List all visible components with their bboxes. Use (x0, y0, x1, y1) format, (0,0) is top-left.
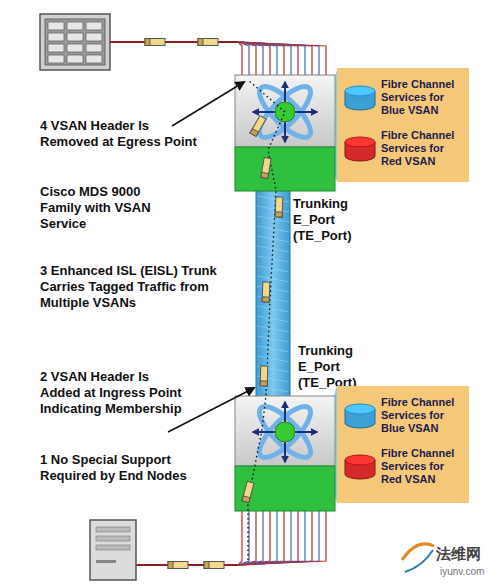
callout-text: 3 Enhanced ISL (EISL) Trunk Carries Tagg… (40, 263, 252, 311)
port-label: Trunking E_Port (TE_Port) (293, 196, 383, 244)
trunk-texture (257, 196, 289, 392)
callout-text: 4 VSAN Header Is Removed at Egress Point (40, 118, 200, 150)
watermark: iyunv.com (440, 566, 498, 578)
server (90, 520, 136, 580)
watermark-logo (405, 550, 433, 572)
fibre-ports (238, 42, 326, 75)
frame (145, 39, 165, 46)
watermark: 法维网 (436, 546, 498, 563)
service-panel: Fibre Channel Services for Blue VSAN Fibr… (337, 68, 469, 182)
storage-cylinder (342, 134, 378, 164)
callout-leader (172, 82, 244, 126)
fibre-ports (238, 511, 326, 565)
service-text: Fibre Channel Services for Blue VSAN (381, 78, 463, 117)
callout-text: 1 No Special Support Required by End Nod… (40, 452, 190, 484)
port-label: Trunking E_Port (TE_Port) (298, 343, 388, 391)
watermark-logo (402, 544, 434, 560)
service-text: Fibre Channel Services for Blue VSAN (381, 396, 463, 435)
service-text: Fibre Channel Services for Red VSAN (381, 129, 463, 168)
service-panel: Fibre Channel Services for Blue VSAN Fibr… (337, 386, 469, 503)
service-text: Fibre Channel Services for Red VSAN (381, 447, 463, 486)
storage-cylinder (342, 452, 378, 482)
switch-label: Cisco MDS 9000 Family with VSAN Service (40, 184, 180, 232)
callout-text: 2 VSAN Header Is Added at Ingress Point … (40, 369, 190, 417)
frame (204, 562, 224, 569)
frame-path (248, 80, 285, 560)
storage-array (40, 14, 110, 70)
mds-switch (235, 396, 335, 511)
frame (198, 39, 218, 46)
fibre-cable (110, 41, 240, 43)
mds-switch (235, 75, 335, 191)
eisl-trunk (256, 188, 290, 398)
storage-cylinder (342, 401, 378, 431)
frame (168, 562, 188, 569)
storage-cylinder (342, 83, 378, 113)
